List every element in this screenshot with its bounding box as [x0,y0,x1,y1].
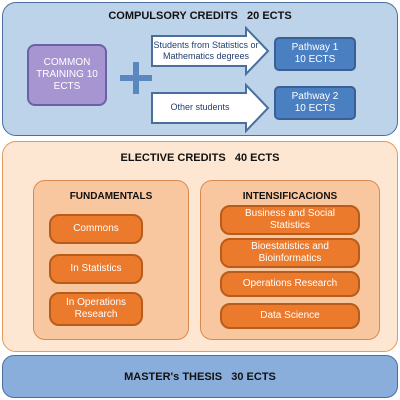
intensifications-item-label: Bioestatistics and Bioinformatics [251,241,329,264]
intensifications-item-label: Business and Social Statistics [244,208,336,231]
intensifications-title: INTENSIFICACIONS [242,190,338,202]
fundamentals-item: In Statistics [49,254,143,284]
intensifications-item: Data Science [220,303,360,329]
common-training-label: COMMON TRAINING 10 ECTS [36,57,98,92]
pathway1-label: Pathway 1 10 ECTS [291,42,339,65]
arrow-top-label: Students from Statistics or Mathematics … [153,40,259,61]
pathway-arrows [151,26,270,134]
fundamentals-item: Commons [49,214,143,244]
intensifications-item-label: Operations Research [242,278,338,289]
intensifications-item-label: Data Science [260,310,320,321]
arrow-to-pathway2 [151,82,270,134]
fundamentals-item-label: In Statistics [70,263,122,274]
arrow-to-pathway1 [151,26,270,77]
intensifications-item: Bioestatistics and Bioinformatics [220,238,360,268]
fundamentals-item: In Operations Research [49,292,143,326]
compulsory-credits-title: COMPULSORY CREDITS 20 ECTS [108,10,292,22]
fundamentals-item-label: Commons [73,223,119,234]
elective-credits-title: ELECTIVE CREDITS 40 ECTS [120,152,280,164]
intensifications-item: Operations Research [220,271,360,297]
pathway2-box: Pathway 2 10 ECTS [274,86,356,120]
pathway2-label: Pathway 2 10 ECTS [291,91,339,114]
arrow-bottom-label: Other students [170,101,230,112]
fundamentals-item-label: In Operations Research [65,297,127,320]
pathway1-box: Pathway 1 10 ECTS [274,37,356,71]
masters-thesis-panel: MASTER's THESIS 30 ECTS [2,355,398,398]
fundamentals-title: FUNDAMENTALS [69,190,153,202]
plus-icon [120,62,152,94]
intensifications-item: Business and Social Statistics [220,205,360,235]
masters-thesis-title: MASTER's THESIS 30 ECTS [124,370,276,383]
common-training-box: COMMON TRAINING 10 ECTS [27,44,107,106]
